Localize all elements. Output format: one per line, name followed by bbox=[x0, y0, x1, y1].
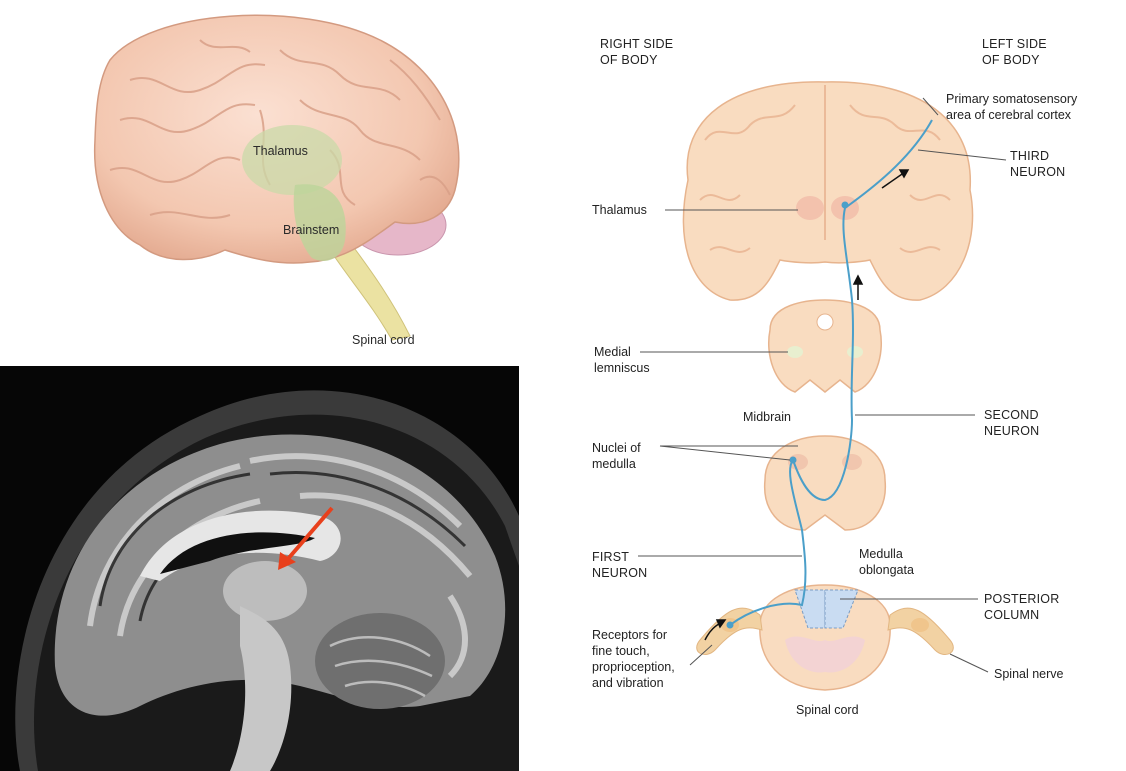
spinal-cord-shape bbox=[329, 244, 411, 341]
thalamus-highlight bbox=[242, 125, 342, 195]
brainstem-label: Brainstem bbox=[283, 223, 340, 237]
spinal-cord-pathway-label: Spinal cord bbox=[796, 703, 859, 717]
medulla-oblongata-label: Medulla oblongata bbox=[859, 547, 914, 577]
sagittal-mri-image bbox=[0, 366, 519, 771]
pathway-illustration bbox=[638, 81, 1007, 691]
thalamus-pathway-label: Thalamus bbox=[592, 203, 647, 217]
medulla-section bbox=[763, 435, 887, 531]
spinal-cord-section bbox=[696, 584, 954, 691]
leader-lines bbox=[638, 97, 1007, 673]
neuron-cell-bodies bbox=[726, 201, 849, 629]
spinal-cord-label: Spinal cord bbox=[352, 333, 415, 347]
primary-somatosensory-label: Primary somatosensory area of cerebral c… bbox=[946, 92, 1078, 122]
first-neuron-label: FIRST NEURON bbox=[592, 550, 648, 580]
medial-lemniscus-label: Medial lemniscus bbox=[594, 345, 650, 375]
posterior-column-label: POSTERIOR COLUMN bbox=[984, 592, 1060, 622]
midbrain-section bbox=[768, 299, 882, 393]
brain-3d-illustration bbox=[93, 14, 460, 341]
thalamus-label: Thalamus bbox=[253, 144, 308, 158]
mri-pointer-arrow-line bbox=[285, 506, 334, 562]
midbrain-label: Midbrain bbox=[743, 410, 791, 424]
left-side-header: LEFT SIDE OF BODY bbox=[982, 37, 1047, 67]
nuclei-of-medulla-label: Nuclei of medulla bbox=[592, 441, 641, 471]
thalamus-right-shape bbox=[796, 196, 824, 220]
third-neuron-label: THIRD NEURON bbox=[1010, 149, 1066, 179]
mri-pointer-arrow-head bbox=[278, 552, 296, 570]
dorsal-column-pathway-diagram: RIGHT SIDE OF BODY LEFT SIDE OF BODY Pri… bbox=[540, 0, 1126, 771]
cerebrum-coronal-section bbox=[682, 81, 974, 301]
spinal-nerve-label: Spinal nerve bbox=[994, 667, 1064, 681]
second-neuron-label: SECOND NEURON bbox=[984, 408, 1040, 438]
brainstem-highlight bbox=[293, 184, 346, 261]
sagittal-mri-panel bbox=[0, 366, 519, 771]
receptors-label: Receptors for fine touch, proprioception… bbox=[592, 628, 675, 690]
neuron-pathway bbox=[729, 119, 933, 626]
brain-illustration-panel: Thalamus Brainstem Spinal cord bbox=[0, 0, 520, 365]
right-side-header: RIGHT SIDE OF BODY bbox=[600, 37, 674, 67]
